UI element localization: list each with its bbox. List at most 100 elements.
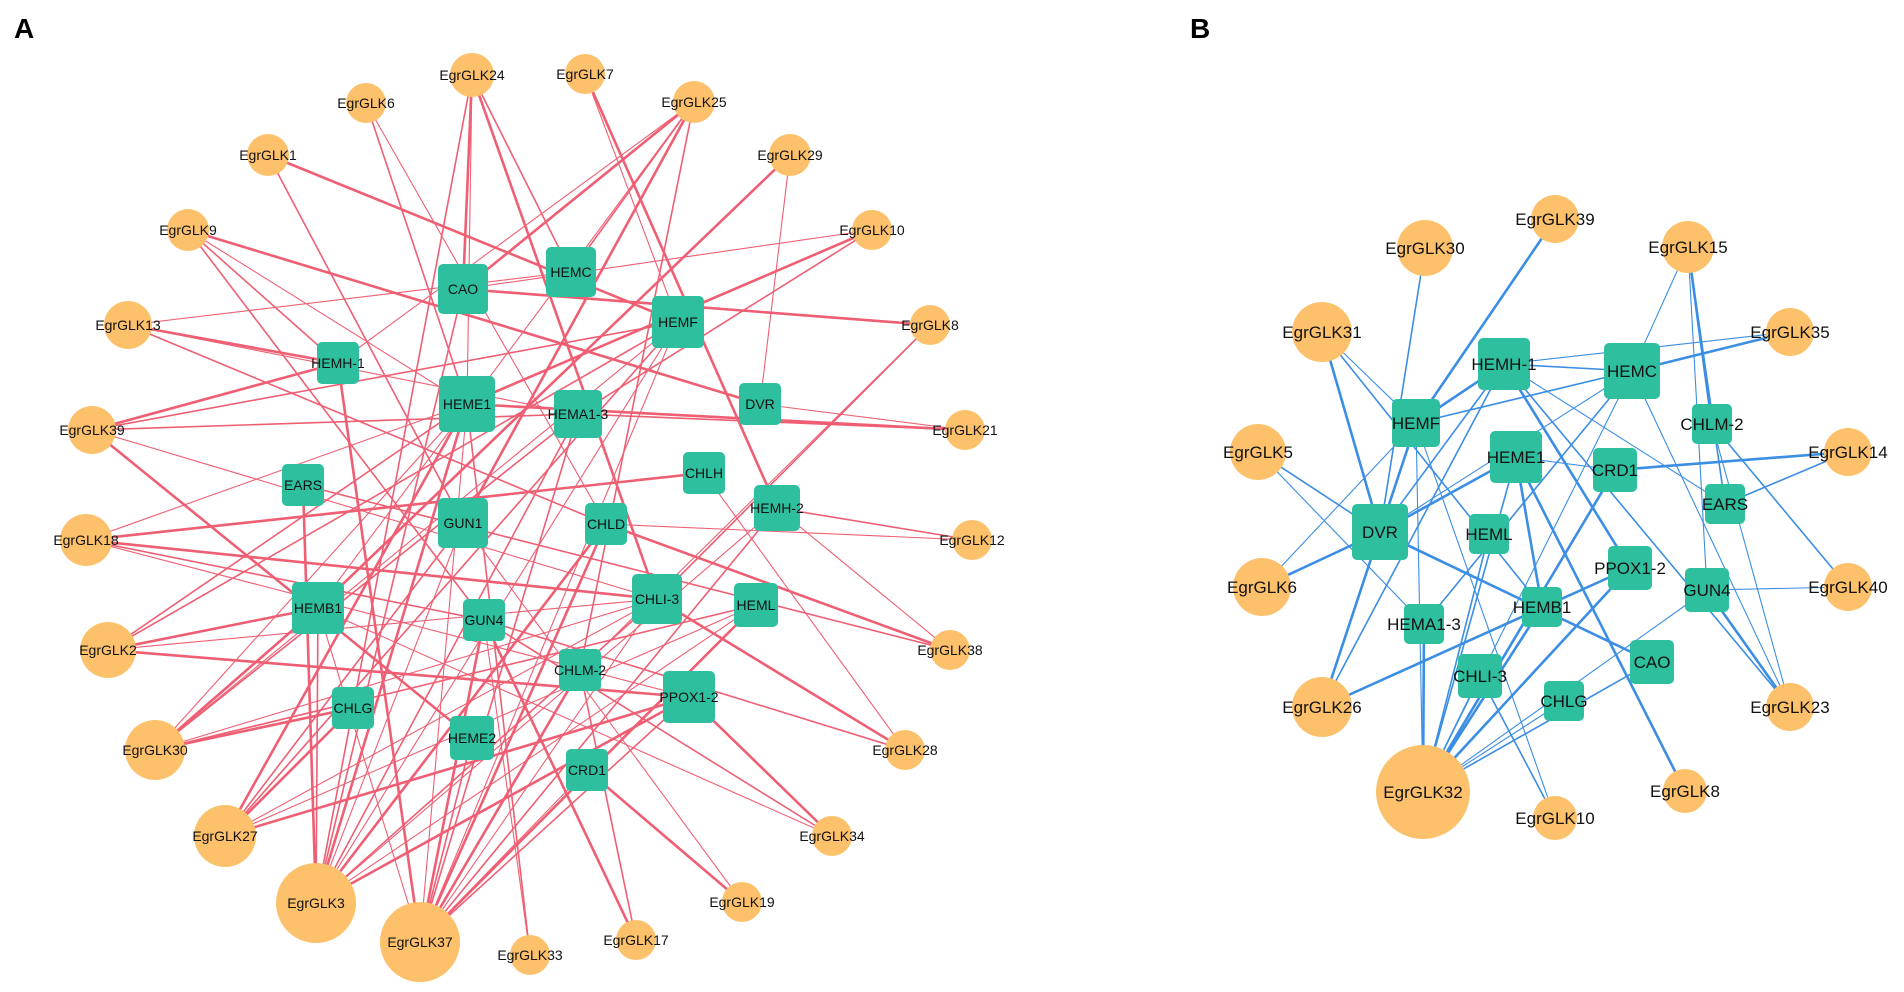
node-b-egrglk15[interactable]: EgrGLK15 <box>1648 221 1728 273</box>
node-circle <box>450 53 494 97</box>
node-a-ears[interactable]: EARS <box>282 464 324 506</box>
edge-b-egrglk15-ears <box>1687 246 1726 505</box>
edge-a-egrglk39-hema1-3 <box>91 413 579 431</box>
node-b-hemc[interactable]: HEMC <box>1604 343 1660 399</box>
edge-a-egrglk8-chli-3 <box>656 324 931 600</box>
node-label: CRD1 <box>1592 461 1638 480</box>
node-label: HEMF <box>658 314 698 330</box>
node-b-egrglk26[interactable]: EgrGLK26 <box>1282 677 1362 737</box>
node-a-ppox1-2[interactable]: PPOX1-2 <box>659 671 719 723</box>
node-b-chli-3[interactable]: CHLI-3 <box>1453 654 1507 698</box>
node-b-egrglk6[interactable]: EgrGLK6 <box>1227 558 1297 616</box>
node-a-chlg[interactable]: CHLG <box>332 687 374 729</box>
node-a-egrglk19[interactable]: EgrGLK19 <box>709 882 775 922</box>
node-b-heml[interactable]: HEML <box>1465 514 1513 554</box>
node-a-egrglk12[interactable]: EgrGLK12 <box>939 520 1005 560</box>
node-a-egrglk10[interactable]: EgrGLK10 <box>839 210 905 250</box>
node-a-egrglk3[interactable]: EgrGLK3 <box>276 863 356 943</box>
node-b-chlg[interactable]: CHLG <box>1540 681 1588 721</box>
node-b-egrglk31[interactable]: EgrGLK31 <box>1282 302 1362 362</box>
node-a-heme1[interactable]: HEME1 <box>439 376 495 432</box>
node-a-egrglk8[interactable]: EgrGLK8 <box>901 305 959 345</box>
node-a-egrglk13[interactable]: EgrGLK13 <box>95 301 161 349</box>
node-a-hema1-3[interactable]: HEMA1-3 <box>548 390 609 438</box>
node-label: EgrGLK24 <box>439 67 505 83</box>
node-a-egrglk17[interactable]: EgrGLK17 <box>603 920 669 960</box>
node-a-egrglk7[interactable]: EgrGLK7 <box>556 54 614 94</box>
edge-a-egrglk30-chli-3 <box>154 598 658 751</box>
node-a-egrglk29[interactable]: EgrGLK29 <box>757 134 823 176</box>
node-b-hemb1[interactable]: HEMB1 <box>1513 587 1572 627</box>
edge-a-egrglk37-ppox1-2 <box>419 696 690 943</box>
node-b-egrglk39[interactable]: EgrGLK39 <box>1515 195 1595 243</box>
node-a-egrglk33[interactable]: EgrGLK33 <box>497 935 563 975</box>
node-a-gun1[interactable]: GUN1 <box>438 498 488 548</box>
node-b-ppox1-2[interactable]: PPOX1-2 <box>1594 546 1666 590</box>
node-label: EgrGLK38 <box>917 642 983 658</box>
node-a-heme2[interactable]: HEME2 <box>448 716 496 760</box>
node-b-ears[interactable]: EARS <box>1702 484 1748 524</box>
node-a-egrglk2[interactable]: EgrGLK2 <box>79 622 137 678</box>
node-b-chlm-2[interactable]: CHLM-2 <box>1680 404 1744 444</box>
node-a-egrglk24[interactable]: EgrGLK24 <box>439 53 505 97</box>
node-a-egrglk28[interactable]: EgrGLK28 <box>872 730 938 770</box>
node-a-hemb1[interactable]: HEMB1 <box>292 582 344 634</box>
node-a-egrglk38[interactable]: EgrGLK38 <box>917 630 983 670</box>
node-a-gun4[interactable]: GUN4 <box>463 599 505 641</box>
node-label: EgrGLK17 <box>603 932 669 948</box>
node-a-chld[interactable]: CHLD <box>585 503 627 545</box>
node-a-egrglk27[interactable]: EgrGLK27 <box>192 805 258 867</box>
edge-a-egrglk1-gun1 <box>267 154 464 524</box>
node-a-egrglk34[interactable]: EgrGLK34 <box>799 816 865 856</box>
node-circle <box>1662 221 1714 273</box>
node-b-egrglk10[interactable]: EgrGLK10 <box>1515 796 1595 840</box>
node-a-egrglk30[interactable]: EgrGLK30 <box>122 720 188 780</box>
node-b-egrglk30[interactable]: EgrGLK30 <box>1385 220 1465 276</box>
node-label: HEME2 <box>448 730 496 746</box>
node-a-hemc[interactable]: HEMC <box>546 247 596 297</box>
node-a-egrglk37[interactable]: EgrGLK37 <box>380 902 460 982</box>
node-a-cao[interactable]: CAO <box>438 264 488 314</box>
node-b-egrglk40[interactable]: EgrGLK40 <box>1808 563 1888 611</box>
node-a-egrglk18[interactable]: EgrGLK18 <box>53 514 119 566</box>
node-a-egrglk6[interactable]: EgrGLK6 <box>337 83 395 123</box>
node-a-hemh-1[interactable]: HEMH-1 <box>311 342 365 384</box>
node-a-egrglk9[interactable]: EgrGLK9 <box>159 209 217 251</box>
node-b-hemh-1[interactable]: HEMH-1 <box>1471 338 1537 390</box>
node-a-hemf[interactable]: HEMF <box>652 296 704 348</box>
node-a-egrglk39[interactable]: EgrGLK39 <box>59 406 125 454</box>
node-b-egrglk8[interactable]: EgrGLK8 <box>1650 769 1720 813</box>
node-b-crd1[interactable]: CRD1 <box>1592 448 1638 492</box>
node-b-egrglk32[interactable]: EgrGLK32 <box>1376 745 1470 839</box>
node-a-chli-3[interactable]: CHLI-3 <box>632 574 682 624</box>
node-square <box>739 383 781 425</box>
node-b-hemf[interactable]: HEMF <box>1392 399 1440 447</box>
node-a-egrglk1[interactable]: EgrGLK1 <box>239 134 297 176</box>
node-label: HEME1 <box>1487 448 1546 467</box>
node-b-egrglk14[interactable]: EgrGLK14 <box>1808 428 1888 476</box>
node-b-egrglk5[interactable]: EgrGLK5 <box>1223 424 1293 480</box>
node-b-hema1-3[interactable]: HEMA1-3 <box>1387 604 1461 644</box>
node-label: HEMF <box>1392 414 1440 433</box>
node-a-heml[interactable]: HEML <box>734 583 778 627</box>
node-a-chlh[interactable]: CHLH <box>683 452 725 494</box>
node-b-heme1[interactable]: HEME1 <box>1487 431 1546 483</box>
node-b-cao[interactable]: CAO <box>1630 640 1674 684</box>
node-b-egrglk23[interactable]: EgrGLK23 <box>1750 683 1830 731</box>
node-a-egrglk25[interactable]: EgrGLK25 <box>661 81 727 123</box>
node-a-egrglk21[interactable]: EgrGLK21 <box>932 410 998 450</box>
node-a-crd1[interactable]: CRD1 <box>566 749 608 791</box>
node-b-egrglk35[interactable]: EgrGLK35 <box>1750 308 1830 356</box>
node-b-dvr[interactable]: DVR <box>1352 504 1408 560</box>
node-a-chlm-2[interactable]: CHLM-2 <box>554 649 606 691</box>
edge-a-egrglk7-hemf <box>584 73 679 323</box>
node-a-hemh-2[interactable]: HEMH-2 <box>750 485 804 531</box>
node-a-dvr[interactable]: DVR <box>739 383 781 425</box>
node-circle <box>812 816 852 856</box>
node-circle <box>194 805 256 867</box>
node-b-gun4[interactable]: GUN4 <box>1683 568 1731 612</box>
node-square <box>1544 681 1584 721</box>
edge-b-egrglk14-crd1 <box>1614 450 1849 472</box>
edge-b-egrglk30-dvr <box>1379 247 1426 533</box>
edge-b-egrglk23-hemc <box>1631 370 1791 708</box>
